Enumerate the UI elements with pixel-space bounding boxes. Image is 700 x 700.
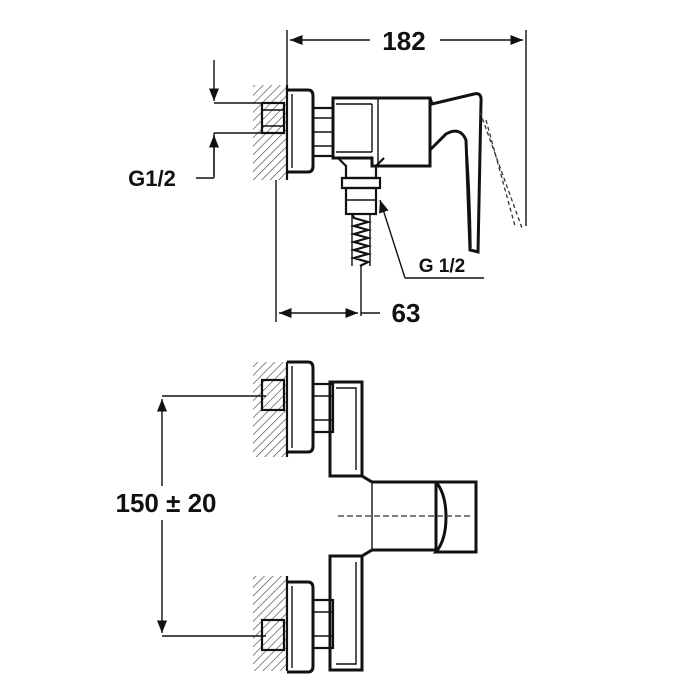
inlet-thread-label: G1/2 bbox=[128, 166, 176, 191]
side-view: 182 63 G1/2 G 1/2 bbox=[128, 26, 527, 328]
dim-depth: 63 bbox=[392, 298, 421, 328]
dim-width: 182 bbox=[382, 26, 425, 56]
front-view: 150 ± 20 bbox=[115, 360, 478, 674]
outlet-thread-label: G 1/2 bbox=[419, 256, 465, 277]
spacing-dimension: 150 ± 20 bbox=[115, 488, 216, 518]
